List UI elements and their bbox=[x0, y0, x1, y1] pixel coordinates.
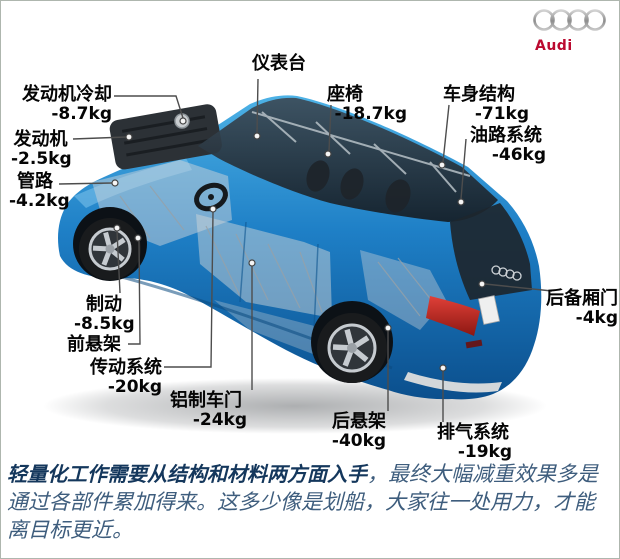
dot-fuel-system bbox=[457, 198, 465, 206]
dot-seats bbox=[324, 150, 332, 158]
taillight bbox=[426, 296, 480, 336]
callout-exhaust-system: 排气系统 -19kg bbox=[437, 423, 512, 462]
roof-frame-bars bbox=[251, 111, 471, 193]
callout-pipes: 管路 -4.2kg bbox=[9, 171, 70, 211]
license-plate bbox=[477, 295, 501, 325]
callout-label: 后悬架 bbox=[332, 411, 386, 432]
leader-dashboard bbox=[256, 78, 259, 134]
rear-reflector bbox=[465, 339, 483, 349]
callout-value: -8.5kg bbox=[74, 314, 135, 334]
callout-value: -24kg bbox=[192, 410, 247, 430]
callout-drivetrain: 传动系统 -20kg bbox=[85, 358, 162, 397]
audi-wordmark: Audi bbox=[535, 38, 573, 54]
greenhouse-glass bbox=[198, 97, 498, 222]
callout-value: -8.7kg bbox=[51, 104, 112, 124]
door-seams bbox=[239, 221, 319, 331]
callout-value: -46kg bbox=[491, 145, 546, 165]
leader-seats bbox=[328, 104, 332, 152]
callout-label: 传动系统 bbox=[90, 357, 162, 378]
caption-body: ，最终大幅减重效果多是通过各部件累加得来。这多少像是划船，大家往一处用力，才能离… bbox=[7, 462, 598, 542]
rear-window bbox=[450, 203, 532, 300]
callout-label: 后备厢门 bbox=[546, 288, 618, 309]
callout-engine: 发动机 -2.5kg bbox=[11, 129, 72, 169]
leader-front-suspension bbox=[128, 240, 141, 345]
leader-fuel-system bbox=[460, 138, 467, 200]
callout-trunk-lid: 后备厢门 -4kg bbox=[546, 289, 618, 328]
xray-rear-quarter bbox=[360, 250, 446, 330]
dot-pipes bbox=[111, 179, 119, 187]
dot-drivetrain bbox=[209, 205, 217, 213]
callout-label: 排气系统 bbox=[437, 422, 509, 443]
dot-aluminum-doors bbox=[248, 259, 256, 267]
leader-drivetrain bbox=[164, 211, 214, 368]
leader-trunk-lid bbox=[484, 283, 553, 292]
callout-body-structure: 车身结构 -71kg bbox=[443, 85, 529, 124]
callout-value: -20kg bbox=[107, 377, 162, 397]
dot-trunk-lid bbox=[478, 280, 486, 288]
callout-value: -2.5kg bbox=[11, 149, 72, 169]
seats-shapes bbox=[306, 160, 411, 213]
callout-label: 油路系统 bbox=[470, 125, 542, 146]
callout-aluminum-doors: 铝制车门 -24kg bbox=[170, 391, 247, 430]
dot-exhaust bbox=[439, 364, 447, 372]
callout-value: -4.2kg bbox=[9, 191, 70, 211]
callout-label: 发动机 bbox=[13, 129, 68, 150]
callout-label: 铝制车门 bbox=[170, 390, 242, 411]
callout-brakes: 制动 -8.5kg bbox=[74, 294, 135, 334]
callout-label: 车身结构 bbox=[443, 84, 515, 105]
callout-label: 发动机冷却 bbox=[22, 84, 112, 105]
leader-brakes bbox=[116, 230, 121, 294]
callout-seats: 座椅 -18.7kg bbox=[327, 85, 407, 124]
caption-lead: 轻量化工作需要从结构和材料两方面入手 bbox=[7, 462, 367, 486]
callout-value: -19kg bbox=[457, 442, 512, 462]
front-wheel bbox=[73, 207, 147, 281]
audi-rings-icon bbox=[533, 9, 606, 31]
dot-body-structure bbox=[438, 161, 446, 169]
leader-pipes bbox=[58, 182, 113, 185]
callout-value: -40kg bbox=[331, 431, 387, 451]
callout-label: 制动 bbox=[86, 294, 122, 315]
dot-engine bbox=[125, 133, 133, 141]
rear-wheel bbox=[311, 301, 393, 383]
callout-dashboard: 仪表台 bbox=[252, 54, 306, 73]
callout-value: -4kg bbox=[575, 308, 618, 328]
callout-front-suspension: 前悬架 bbox=[67, 335, 121, 354]
callout-label: 座椅 bbox=[327, 84, 363, 105]
engine-block bbox=[109, 104, 222, 170]
xray-door-area bbox=[196, 214, 332, 318]
callout-fuel-system: 油路系统 -46kg bbox=[470, 126, 546, 165]
audi-logo: Audi bbox=[531, 6, 613, 54]
callout-value: -18.7kg bbox=[334, 104, 407, 124]
callout-engine-cooling: 发动机冷却 -8.7kg bbox=[14, 85, 112, 124]
callout-value: -71kg bbox=[474, 104, 529, 124]
leader-engine-cooling bbox=[114, 95, 184, 119]
bumper-trim bbox=[404, 372, 502, 393]
dot-brakes bbox=[113, 224, 121, 232]
leader-body-structure bbox=[442, 104, 450, 163]
callout-label: 管路 bbox=[17, 171, 53, 192]
callout-label: 前悬架 bbox=[67, 334, 121, 355]
hatch-audi-rings bbox=[491, 265, 522, 281]
caption: 轻量化工作需要从结构和材料两方面入手，最终大幅减重效果多是通过各部件累加得来。这… bbox=[7, 461, 613, 545]
callout-rear-suspension: 后悬架 -40kg bbox=[330, 412, 388, 451]
dot-front-suspension bbox=[134, 234, 142, 242]
callout-label: 仪表台 bbox=[252, 53, 306, 74]
dot-rear-suspension bbox=[384, 324, 392, 332]
leader-engine bbox=[72, 136, 127, 140]
dot-engine-cooling bbox=[179, 117, 187, 125]
dot-dashboard bbox=[253, 132, 261, 140]
